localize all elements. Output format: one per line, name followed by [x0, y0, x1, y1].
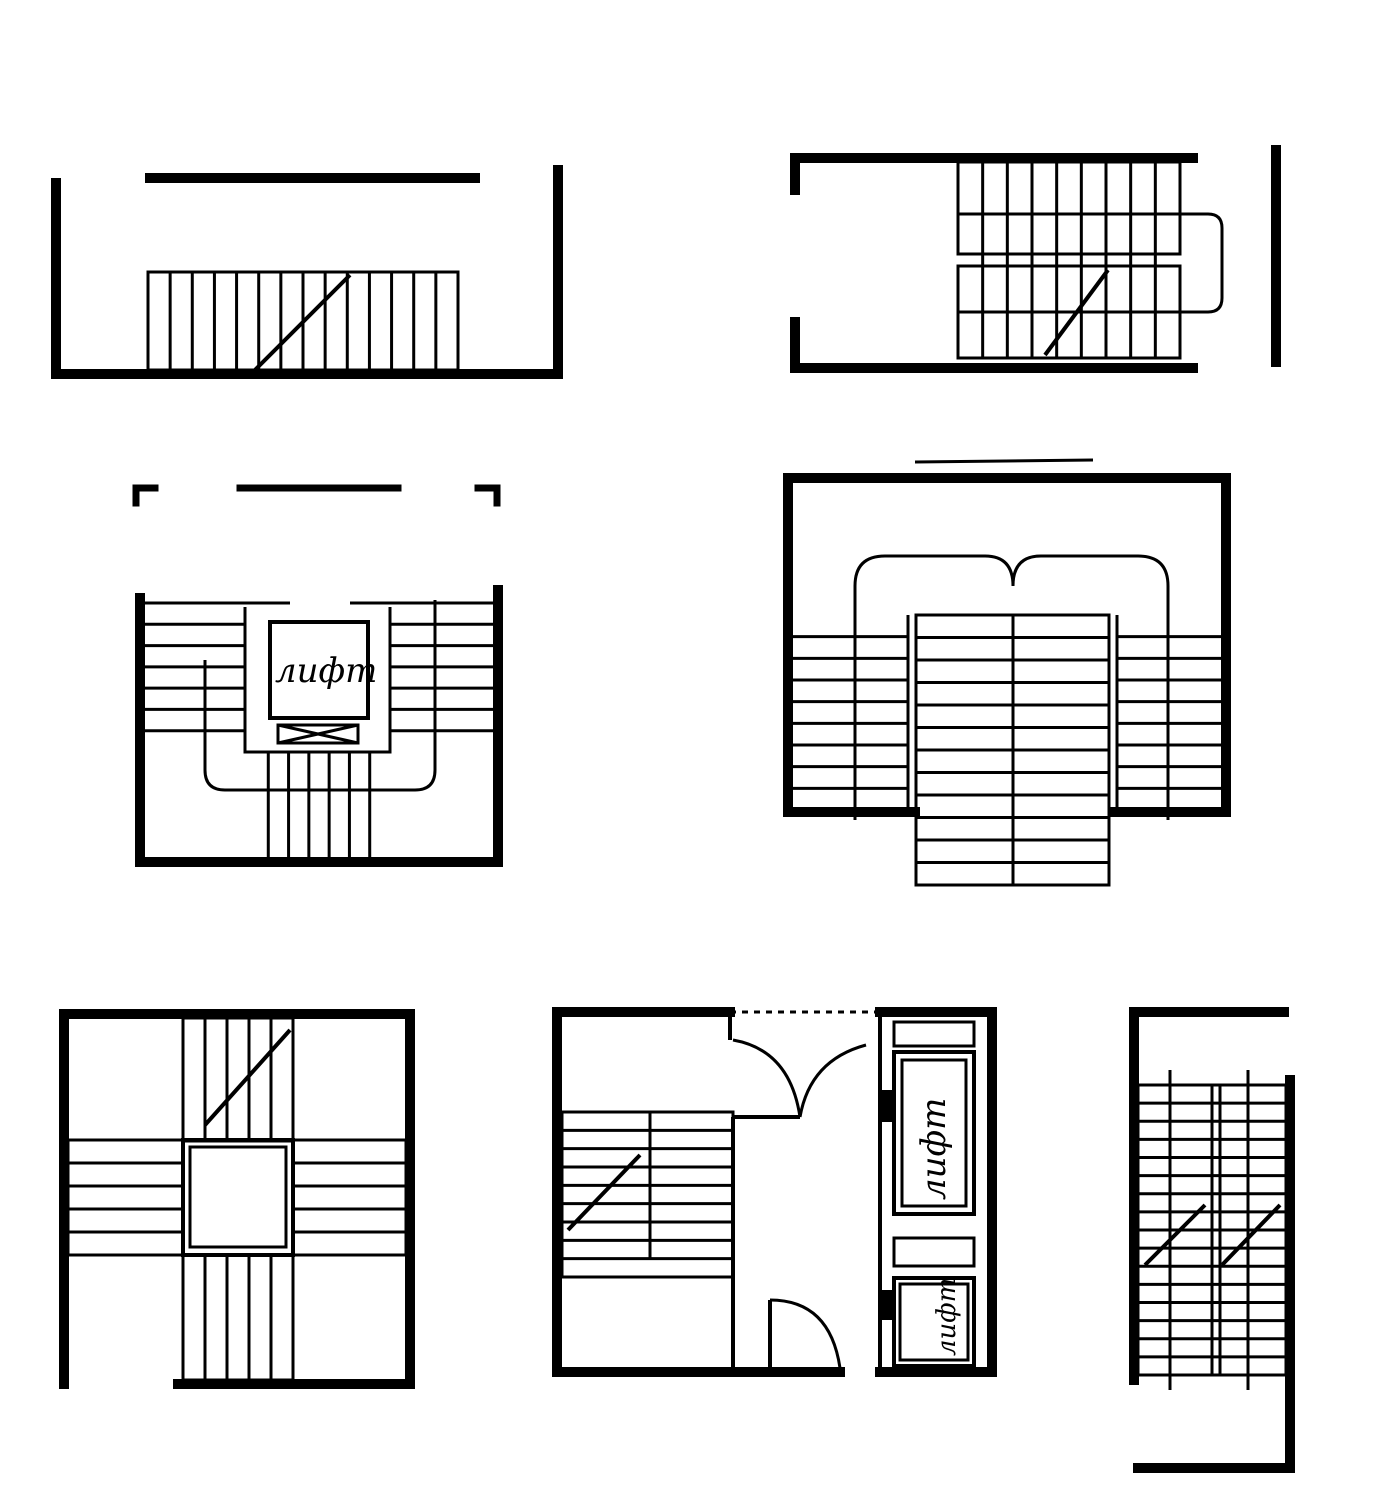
lift-door: [881, 1290, 893, 1320]
lift-counterweight: [276, 723, 360, 745]
lift-counterweight: [892, 1020, 976, 1048]
wall: [132, 484, 159, 507]
lift-cabin-small: [892, 1276, 976, 1368]
wall: [51, 165, 563, 379]
wall: [875, 1007, 997, 1377]
plan-imperial-stair: [783, 458, 1231, 887]
door-swing: [769, 1298, 842, 1369]
lift-cabin: [268, 620, 370, 720]
break-line: [1043, 268, 1110, 357]
stair-flight: [560, 1110, 735, 1279]
handrail: [203, 600, 437, 792]
break-line: [1220, 1203, 1282, 1267]
lift-label: лифт: [275, 651, 377, 691]
plan-four-flight: [59, 1009, 415, 1389]
lift-cabin-inner: [900, 1058, 968, 1208]
stair-treads: [144, 622, 494, 858]
stair-flight: [66, 1138, 185, 1257]
stair-treads: [1138, 1101, 1286, 1359]
lift-counterweight-cross: [277, 723, 359, 745]
handrail: [1180, 212, 1224, 314]
stair-flight: [291, 1138, 408, 1257]
lift-label: лифт: [932, 1278, 962, 1356]
plan-three-flight-with-lift: лифт: [132, 484, 503, 867]
stair-treads: [562, 1128, 733, 1261]
plan-two-flight: [790, 145, 1281, 373]
lift-cabin-large: [892, 1050, 976, 1216]
plan-stair-with-two-lifts: лифт лифт: [552, 1007, 997, 1377]
door-swing: [798, 1043, 867, 1118]
lift-door: [881, 1090, 893, 1122]
wall: [59, 1009, 183, 1389]
stair-treads: [168, 272, 438, 370]
wall: [1133, 1075, 1295, 1473]
plan-narrow-two-flight: [1129, 1007, 1295, 1473]
lift-shaft-enclosure: [243, 607, 392, 754]
wall: [790, 153, 1198, 195]
wall: [790, 317, 1198, 373]
stair-treads: [68, 1018, 406, 1380]
wall-line: [914, 458, 1094, 464]
door-swing: [732, 1038, 802, 1118]
lift-label: лифт: [914, 1098, 954, 1200]
stair-flight: [181, 1253, 295, 1382]
break-line: [253, 273, 352, 372]
stair-treads: [981, 162, 1157, 358]
stair-well-inner: [188, 1145, 288, 1249]
break-line: [566, 1153, 642, 1232]
handrail: [853, 554, 1170, 820]
stair-flight: [956, 160, 1182, 256]
break-line: [203, 1028, 292, 1127]
stair-treads: [793, 635, 1222, 864]
plan-single-flight: [51, 165, 563, 379]
lift-cabin-inner: [898, 1282, 970, 1362]
wall: [135, 585, 503, 867]
break-line: [1143, 1203, 1207, 1267]
wall: [783, 473, 920, 817]
wall: [552, 1007, 845, 1377]
lift-counterweight: [892, 1236, 976, 1268]
stair-flight: [181, 1016, 295, 1143]
wall: [1129, 1007, 1289, 1385]
wall: [173, 1009, 415, 1389]
stair-well: [181, 1138, 295, 1257]
wall: [474, 484, 501, 507]
